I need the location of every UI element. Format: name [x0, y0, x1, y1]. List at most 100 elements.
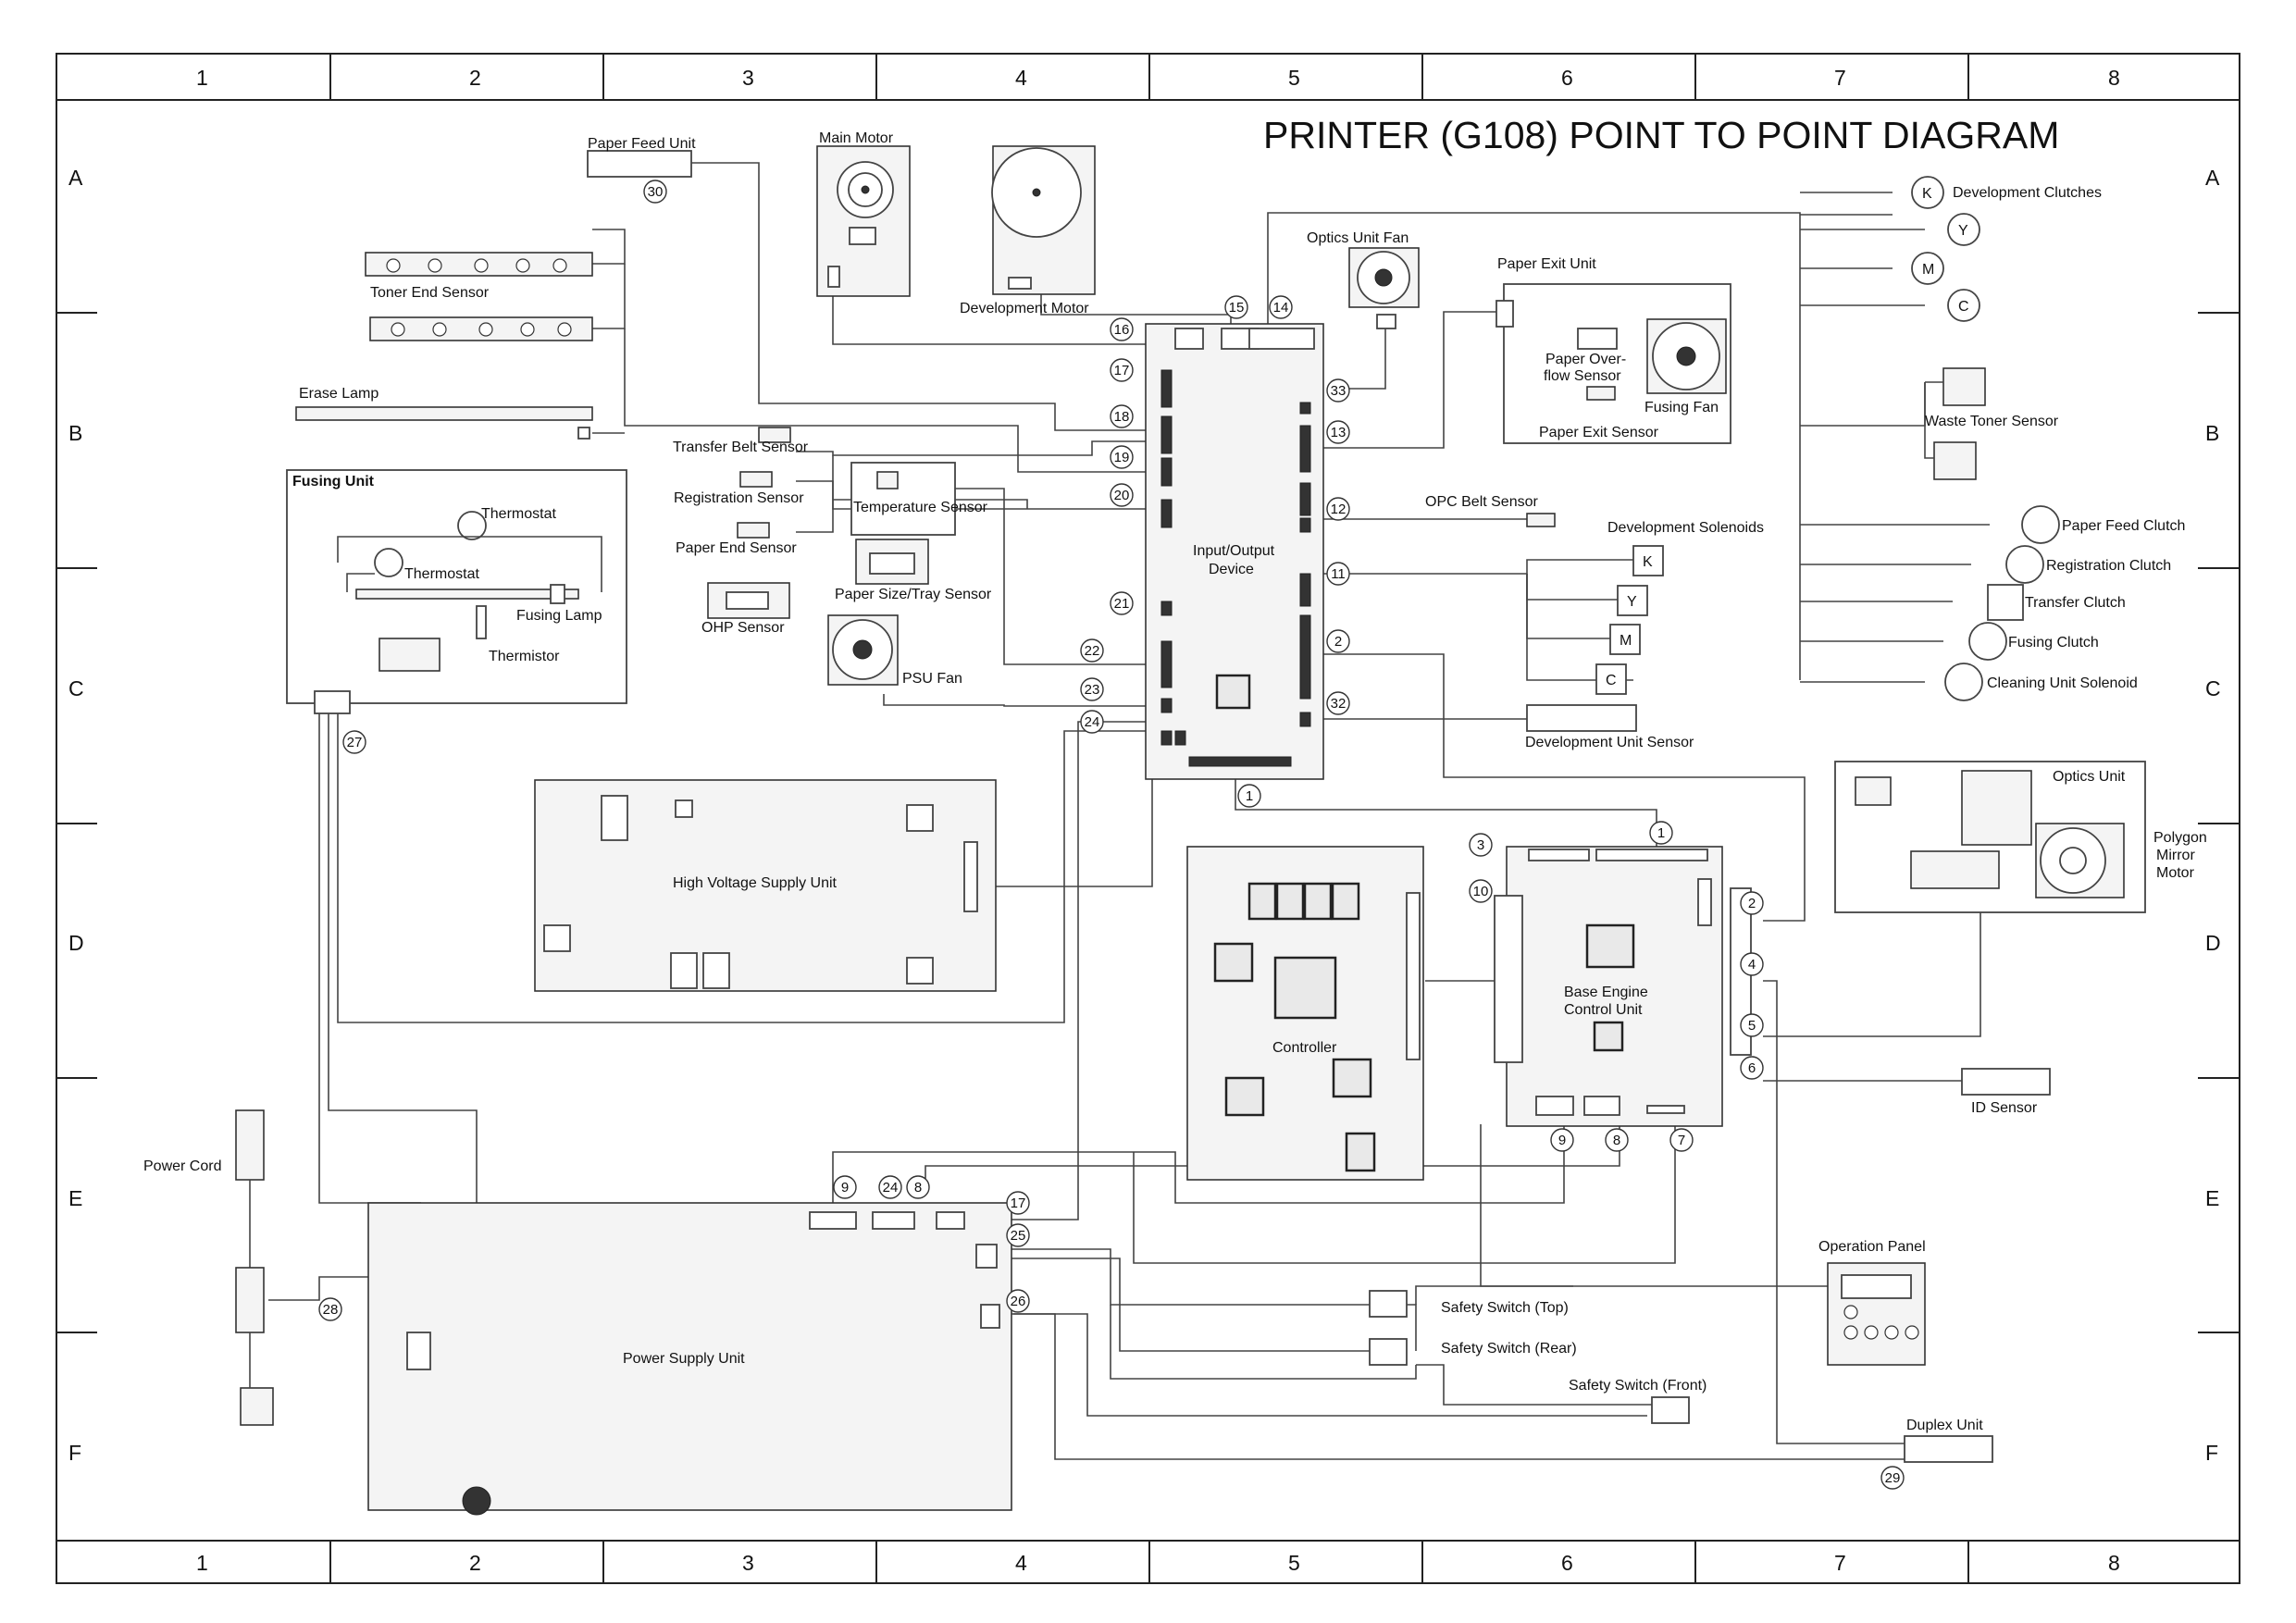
connector-number-circle [1110, 591, 1134, 615]
toner-sensor-node [552, 258, 567, 273]
fusing-fan-label: Fusing Fan [1644, 400, 1719, 415]
connector-number-circle [1326, 562, 1350, 586]
connector-number-circle [342, 730, 366, 754]
transfer-belt-sensor-label: Transfer Belt Sensor [673, 440, 809, 455]
development-clutch-circle [1947, 289, 1980, 322]
toner-end-sensor: Toner End Sensor [365, 252, 593, 341]
connector-number-circle [1740, 891, 1764, 915]
io-device-label-2: Device [1209, 562, 1254, 577]
connector-number-circle [1110, 483, 1134, 507]
main-motor-label: Main Motor [819, 130, 894, 146]
polygon-label-3: Motor [2156, 865, 2195, 881]
io-connector [1160, 415, 1173, 454]
thermostat-label-2: Thermostat [404, 566, 479, 582]
fusing-unit: Fusing Unit Thermostat Thermostat Fusing… [286, 469, 627, 714]
connector-number-circle [1006, 1289, 1030, 1313]
connector-number-circle [1550, 1128, 1574, 1152]
operation-panel-button [1884, 1325, 1899, 1340]
psu-fan-label: PSU Fan [902, 671, 962, 687]
connector-number: 11 [1331, 566, 1346, 582]
connector-number-circle [1326, 691, 1350, 715]
operation-panel-label: Operation Panel [1818, 1239, 1926, 1255]
duplex-unit: Duplex Unit [1904, 1418, 1993, 1463]
toner-sensor-node [515, 258, 530, 273]
polygon-label-1: Polygon [2153, 830, 2207, 846]
development-unit-sensor: Development Unit Sensor [1525, 704, 1694, 750]
connector-number-circle [1110, 404, 1134, 428]
connector-number: 19 [1114, 450, 1130, 465]
fusing-clutch-label: Fusing Clutch [2008, 635, 2099, 650]
connector-number-circle [318, 1297, 342, 1321]
grid-column-label-top: 5 [1288, 66, 1300, 90]
grid-row-label-left: B [68, 421, 82, 445]
connector-number-circle [1469, 833, 1493, 857]
transfer-clutch-label: Transfer Clutch [2025, 595, 2126, 611]
paper-overflow-sensor-label-1: Paper Over- [1545, 352, 1626, 367]
connector-number: 17 [1011, 1196, 1026, 1211]
connector-number: 17 [1114, 363, 1130, 378]
optics-unit-label: Optics Unit [2053, 769, 2126, 785]
connector-number-circle [1080, 638, 1104, 663]
connector-number-circle [1110, 445, 1134, 469]
grid-row-label-left: C [68, 676, 84, 700]
connector-number-circle [1269, 295, 1293, 319]
connector-number: 24 [883, 1180, 899, 1196]
paper-end-sensor-label: Paper End Sensor [676, 540, 797, 556]
connector-number: 13 [1331, 425, 1347, 440]
temperature-sensor: Temperature Sensor [850, 462, 988, 536]
grid-column-label-top: 2 [469, 66, 481, 90]
connector-number-circle [1469, 879, 1493, 903]
io-connector [1160, 457, 1173, 487]
io-connector [1299, 517, 1311, 533]
opc-belt-sensor-label: OPC Belt Sensor [1425, 494, 1539, 510]
connector-number: 1 [1246, 788, 1253, 804]
connector-number: 23 [1085, 682, 1100, 698]
connector-number-circle [1605, 1128, 1629, 1152]
connector-number-circle [878, 1175, 902, 1199]
thermistor-label: Thermistor [489, 649, 560, 664]
clutches: Paper Feed Clutch Registration Clutch Tr… [1944, 505, 2185, 701]
connector-number-circle [1740, 1013, 1764, 1037]
grid-column-label-bottom: 6 [1561, 1551, 1573, 1575]
connector-number-circle [1669, 1128, 1694, 1152]
connector-number-circle [1740, 952, 1764, 976]
io-connector [1174, 730, 1186, 746]
development-motor: Development Motor [960, 145, 1096, 316]
development-clutch-letter: K [1922, 186, 1932, 202]
grid-column-label-bottom: 4 [1015, 1551, 1027, 1575]
paper-size-tray-sensor-label: Paper Size/Tray Sensor [835, 587, 992, 602]
connector-number: 26 [1011, 1294, 1026, 1309]
connector-number: 25 [1011, 1228, 1026, 1244]
operation-panel-button [1905, 1325, 1919, 1340]
duplex-unit-label: Duplex Unit [1906, 1418, 1983, 1433]
io-device-label-1: Input/Output [1193, 543, 1275, 559]
paper-exit-unit: Paper Exit Unit Paper Over- flow Sensor … [1496, 256, 1731, 444]
connector-number: 10 [1473, 884, 1489, 899]
connector-number-circle [1326, 629, 1350, 653]
psu-label: Power Supply Unit [623, 1351, 745, 1367]
thermostat-label-1: Thermostat [481, 506, 556, 522]
grid-row-label-right: C [2205, 676, 2221, 700]
development-solenoid-box [1632, 545, 1664, 576]
toner-sensor-node [557, 322, 572, 337]
grid-row-label-right: B [2205, 421, 2219, 445]
toner-sensor-node [432, 322, 447, 337]
temperature-sensor-label: Temperature Sensor [853, 500, 988, 515]
operation-panel: Operation Panel [1818, 1239, 1926, 1366]
connector-number: 2 [1748, 896, 1756, 911]
connector-number-circle [1006, 1223, 1030, 1247]
fusing-unit-label: Fusing Unit [292, 474, 375, 489]
paper-exit-unit-label: Paper Exit Unit [1497, 256, 1596, 272]
connector-number: 8 [1613, 1133, 1620, 1148]
connector-number-circle [1224, 295, 1248, 319]
connector-number-circle [1326, 378, 1350, 403]
main-motor: Main Motor [816, 130, 911, 297]
io-connector [1299, 712, 1311, 727]
power-cord-label: Power Cord [143, 1158, 221, 1174]
paper-overflow-sensor-label-2: flow Sensor [1544, 368, 1621, 384]
development-clutch-circle [1947, 213, 1980, 246]
operation-panel-button [1843, 1305, 1858, 1319]
connector-number: 22 [1085, 643, 1100, 659]
grid-column-label-top: 6 [1561, 66, 1573, 90]
